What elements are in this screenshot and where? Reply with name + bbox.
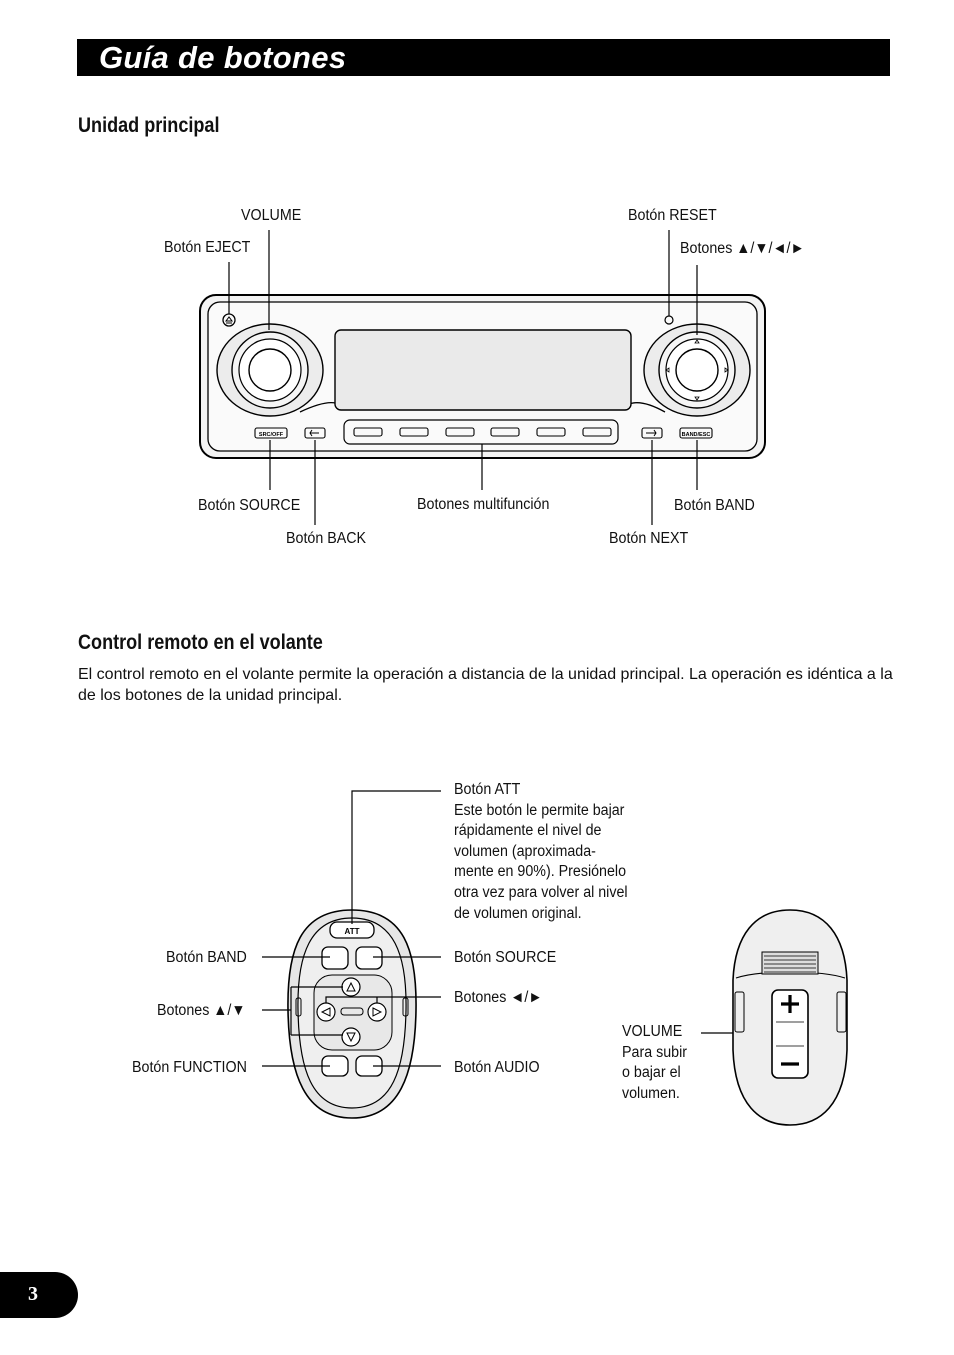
volume-desc-line: volumen. xyxy=(622,1084,680,1102)
att-description-block: Botón ATT Este botón le permite bajar rá… xyxy=(454,780,628,924)
src-off-button-label: SRC/OFF xyxy=(259,432,284,438)
label-next-button: Botón NEXT xyxy=(609,530,689,547)
label-arrow-buttons: Botones ▲/▼/◄/► xyxy=(680,240,805,257)
volume-desc-line: Para subir xyxy=(622,1043,688,1061)
section-heading-main-unit: Unidad principal xyxy=(78,114,220,137)
volume-description-block: VOLUME Para subir o bajar el volumen. xyxy=(622,1022,687,1104)
label-leftright-buttons: Botones ◄/► xyxy=(454,989,543,1006)
att-desc-line: rápidamente el nivel de xyxy=(454,822,602,840)
label-function-button: Botón FUNCTION xyxy=(132,1059,247,1076)
volume-desc-line: o bajar el xyxy=(622,1064,681,1082)
label-multifunction-buttons: Botones multifunción xyxy=(417,496,550,513)
label-band-button: Botón BAND xyxy=(674,497,755,514)
head-unit-illustration: SRC/OFF BAND/ESC xyxy=(199,294,766,459)
band-esc-button-label: BAND/ESC xyxy=(682,432,711,438)
label-remote-band-button: Botón BAND xyxy=(166,949,247,966)
volume-remote-illustration xyxy=(732,909,848,1126)
att-desc-line: Este botón le permite bajar xyxy=(454,801,625,819)
intro-paragraph: El control remoto en el volante permite … xyxy=(78,666,893,704)
att-desc-line: volumen (aproximada- xyxy=(454,842,596,860)
label-eject-button: Botón EJECT xyxy=(164,239,251,256)
att-desc-line: mente en 90%). Presiónelo xyxy=(454,863,627,881)
label-remote-source-button: Botón SOURCE xyxy=(454,949,557,966)
label-reset-button: Botón RESET xyxy=(628,207,717,224)
page-title: Guía de botones xyxy=(99,40,347,75)
page-number-tab: 3 xyxy=(0,1272,78,1318)
label-back-button: Botón BACK xyxy=(286,530,367,547)
label-updown-buttons: Botones ▲/▼ xyxy=(157,1002,246,1019)
page-number: 3 xyxy=(28,1283,38,1305)
remote-leader-lines xyxy=(262,790,735,1067)
steering-remote-illustration: ATT xyxy=(287,909,417,1119)
label-att-button: Botón ATT xyxy=(454,781,521,798)
label-source-button: Botón SOURCE xyxy=(198,497,301,514)
label-audio-button: Botón AUDIO xyxy=(454,1059,540,1076)
att-desc-line: de volumen original. xyxy=(454,904,582,922)
att-desc-line: otra vez para volver al nivel xyxy=(454,883,628,901)
title-bar: Guía de botones xyxy=(77,39,890,76)
label-remote-volume: VOLUME xyxy=(622,1023,683,1040)
section-heading-steering-remote: Control remoto en el volante xyxy=(78,631,323,654)
label-volume: VOLUME xyxy=(241,207,302,224)
main-unit-leader-lines xyxy=(228,230,698,525)
att-button-label: ATT xyxy=(345,927,360,936)
